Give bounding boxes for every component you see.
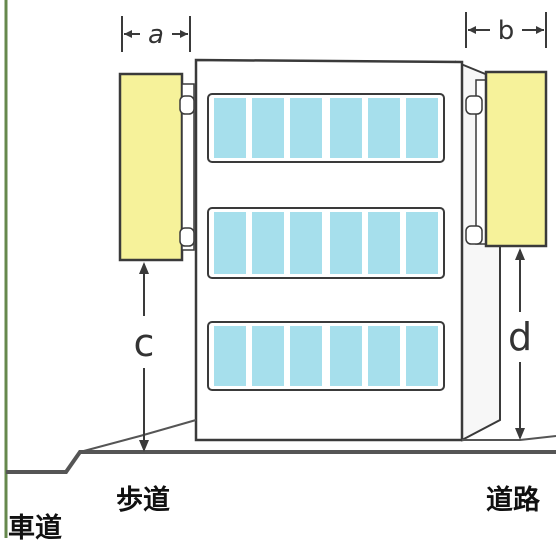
dimension-a-label: a	[148, 20, 164, 50]
roadway-label: 車道	[8, 513, 62, 544]
sign-bracket	[179, 227, 195, 247]
window	[252, 212, 284, 274]
window	[330, 98, 362, 158]
window-row-2	[207, 207, 445, 279]
window-row-1	[207, 93, 445, 163]
window	[252, 326, 284, 386]
left-projecting-sign	[118, 72, 195, 262]
window	[214, 98, 246, 158]
window	[368, 326, 400, 386]
dimension-c: c	[134, 262, 155, 452]
window	[330, 326, 362, 386]
window	[214, 326, 246, 386]
window	[406, 98, 438, 158]
right-projecting-sign	[465, 70, 548, 248]
window	[330, 212, 362, 274]
road-edge-line	[462, 435, 556, 441]
window	[290, 212, 322, 274]
window	[290, 98, 322, 158]
window	[406, 326, 438, 386]
window	[368, 212, 400, 274]
dimension-b: b	[465, 12, 547, 48]
dimension-a: a	[121, 16, 191, 52]
dimension-d-label: d	[508, 315, 532, 359]
dimension-c-label: c	[134, 321, 155, 365]
sign-bracket	[465, 95, 483, 115]
road-label: 道路	[486, 485, 540, 516]
window-row-3	[207, 321, 445, 391]
window	[252, 98, 284, 158]
window	[406, 212, 438, 274]
ground-line	[6, 450, 556, 474]
dimension-b-label: b	[498, 16, 515, 46]
sign-bracket	[465, 225, 483, 245]
sidewalk-label: 歩道	[116, 485, 170, 516]
sign-bracket	[179, 95, 195, 115]
sidewalk-slope	[79, 419, 197, 453]
window	[214, 212, 246, 274]
window	[290, 326, 322, 386]
dimension-d: d	[508, 248, 532, 440]
window	[368, 98, 400, 158]
